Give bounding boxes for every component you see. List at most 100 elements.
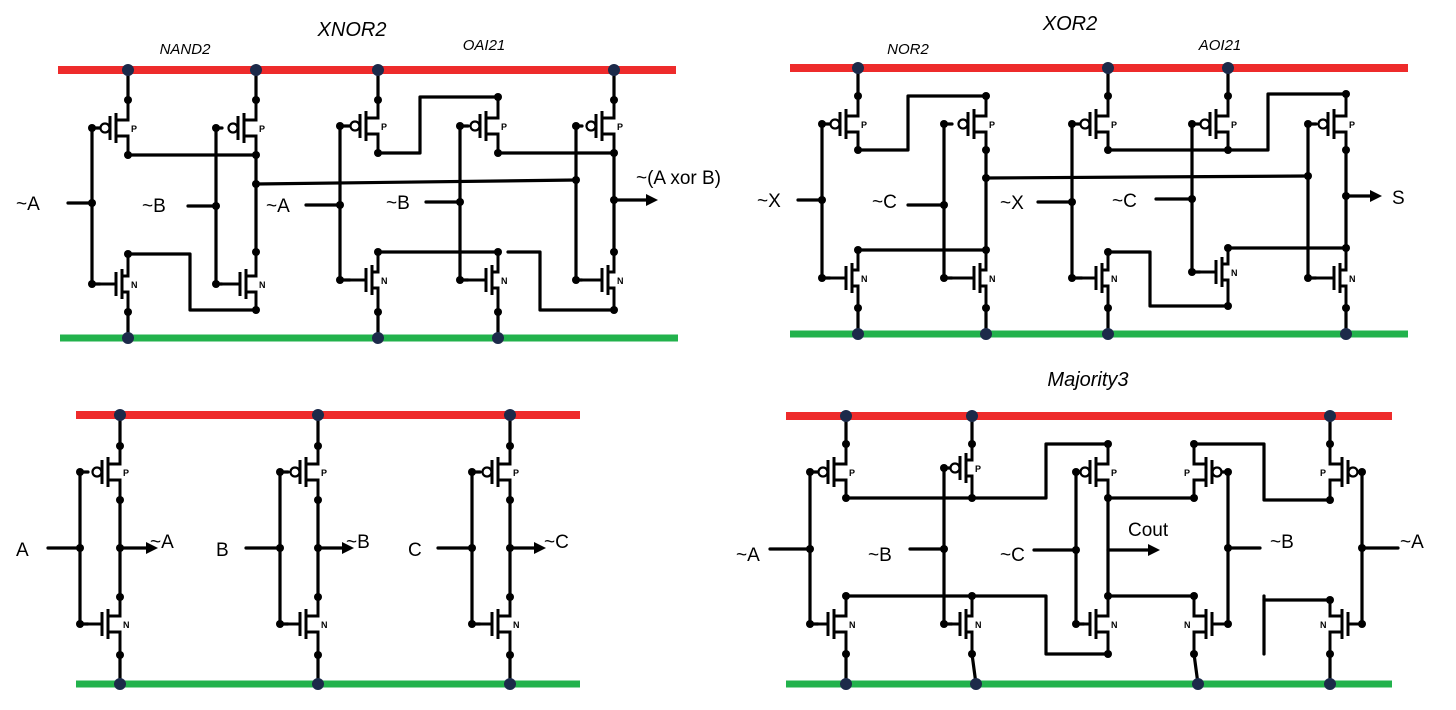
output-label: ~(A xor B): [636, 168, 721, 189]
nmos-mark: N: [259, 280, 266, 290]
pmos-mark: P: [501, 122, 507, 132]
wires: [66, 68, 658, 340]
input-label: ~B: [386, 193, 410, 214]
input-label: ~X: [1000, 193, 1024, 214]
transistors: P P N N P: [99, 97, 624, 312]
oai21-label: OAI21: [463, 37, 506, 54]
nmos-transistor: N: [830, 250, 868, 308]
nmos-transistor: N: [1184, 596, 1228, 654]
inverter: P N B ~B: [216, 409, 370, 690]
output-label: ~B: [346, 532, 370, 553]
pmos-transistor: P: [1317, 94, 1355, 150]
input-label: ~B: [1270, 532, 1294, 553]
pmos-mark: P: [123, 468, 129, 478]
pmos-transistor: P: [469, 97, 507, 153]
pmos-transistor: P: [481, 446, 519, 500]
nmos-mark: N: [1111, 274, 1118, 284]
pmos-mark: P: [381, 122, 387, 132]
junction-dots: [88, 64, 620, 344]
nmos-mark: N: [123, 620, 130, 630]
input-label: ~A: [1400, 532, 1424, 553]
nmos-mark: N: [1320, 620, 1327, 630]
output-label: ~C: [544, 532, 569, 553]
nmos-transistor: N: [952, 250, 996, 308]
nmos-transistor: N: [1084, 596, 1118, 654]
xor2-title: XOR2: [1042, 13, 1097, 35]
nmos-mark: N: [1184, 620, 1191, 630]
input-label: ~A: [266, 196, 290, 217]
nmos-mark: N: [849, 620, 856, 630]
inverter: P N A ~A: [16, 409, 174, 690]
transistors: P P N N P P: [829, 94, 1356, 308]
pmos-transistor: P: [289, 446, 327, 500]
input-label: ~C: [872, 192, 897, 213]
nmos-transistor: N: [222, 252, 266, 310]
pmos-mark: P: [259, 124, 265, 134]
output-label: Cout: [1128, 520, 1169, 541]
pmos-mark: P: [1184, 468, 1190, 478]
transistors: P P P P P: [817, 444, 1362, 654]
input-label: B: [216, 540, 229, 561]
pmos-mark: P: [131, 124, 137, 134]
nmos-transistor: N: [1320, 600, 1362, 654]
pmos-transistor: P: [957, 96, 995, 150]
pmos-mark: P: [1320, 468, 1326, 478]
pmos-transistor: P: [1184, 444, 1223, 498]
xor2-panel: XOR2 NOR2 AOI21: [757, 13, 1408, 340]
nmos-transistor: N: [480, 597, 520, 655]
nmos-mark: N: [131, 280, 138, 290]
junction-dots: [818, 62, 1352, 340]
nmos-mark: N: [501, 276, 508, 286]
pmos-mark: P: [861, 120, 867, 130]
pmos-mark: P: [1349, 120, 1355, 130]
nmos-transistor: N: [100, 254, 138, 312]
nmos-mark: N: [989, 274, 996, 284]
nmos-transistor: N: [350, 252, 388, 312]
majority3-panel: Majority3: [736, 369, 1424, 690]
pmos-transistor: P: [1079, 96, 1117, 150]
pmos-transistor: P: [99, 100, 137, 155]
pmos-mark: P: [321, 468, 327, 478]
nmos-mark: N: [1349, 274, 1356, 284]
nmos-transistor: N: [818, 596, 856, 654]
xnor2-title: XNOR2: [317, 19, 387, 41]
input-label: C: [408, 540, 422, 561]
nmos-transistor: N: [288, 597, 328, 655]
pmos-transistor: P: [349, 100, 387, 153]
pmos-transistor: P: [1079, 444, 1117, 498]
majority3-title: Majority3: [1047, 369, 1128, 391]
input-label: ~X: [757, 191, 781, 212]
nmos-mark: N: [617, 276, 624, 286]
junction-dots: [806, 410, 1366, 690]
pmos-transistor: P: [829, 96, 867, 150]
nmos-transistor: N: [952, 596, 982, 654]
pmos-transistor: P: [949, 444, 981, 498]
nmos-mark: N: [381, 276, 388, 286]
pmos-mark: P: [513, 468, 519, 478]
nmos-transistor: N: [1316, 248, 1356, 308]
pmos-transistor: P: [1199, 96, 1237, 150]
pmos-mark: P: [975, 464, 981, 474]
input-label: ~C: [1000, 545, 1025, 566]
aoi21-label: AOI21: [1198, 37, 1242, 54]
pmos-transistor: P: [1320, 444, 1359, 500]
nmos-mark: N: [321, 620, 328, 630]
inverter: P N C ~C: [408, 409, 569, 690]
nmos-transistor: N: [1200, 248, 1238, 306]
xnor2-panel: XNOR2 NAND2 OAI21: [16, 19, 721, 344]
pmos-mark: P: [1111, 120, 1117, 130]
pmos-transistor: P: [585, 100, 623, 153]
input-label: A: [16, 540, 29, 561]
nmos-transistor: N: [1082, 252, 1118, 308]
input-label: ~A: [16, 194, 40, 215]
pmos-mark: P: [1231, 120, 1237, 130]
nmos-transistor: N: [582, 252, 624, 310]
input-label: ~A: [736, 545, 760, 566]
nmos-transistor: N: [468, 252, 508, 312]
input-label: ~C: [1112, 191, 1137, 212]
pmos-transistor: P: [227, 100, 265, 155]
pmos-mark: P: [1111, 468, 1117, 478]
pmos-mark: P: [849, 468, 855, 478]
nmos-mark: N: [861, 274, 868, 284]
